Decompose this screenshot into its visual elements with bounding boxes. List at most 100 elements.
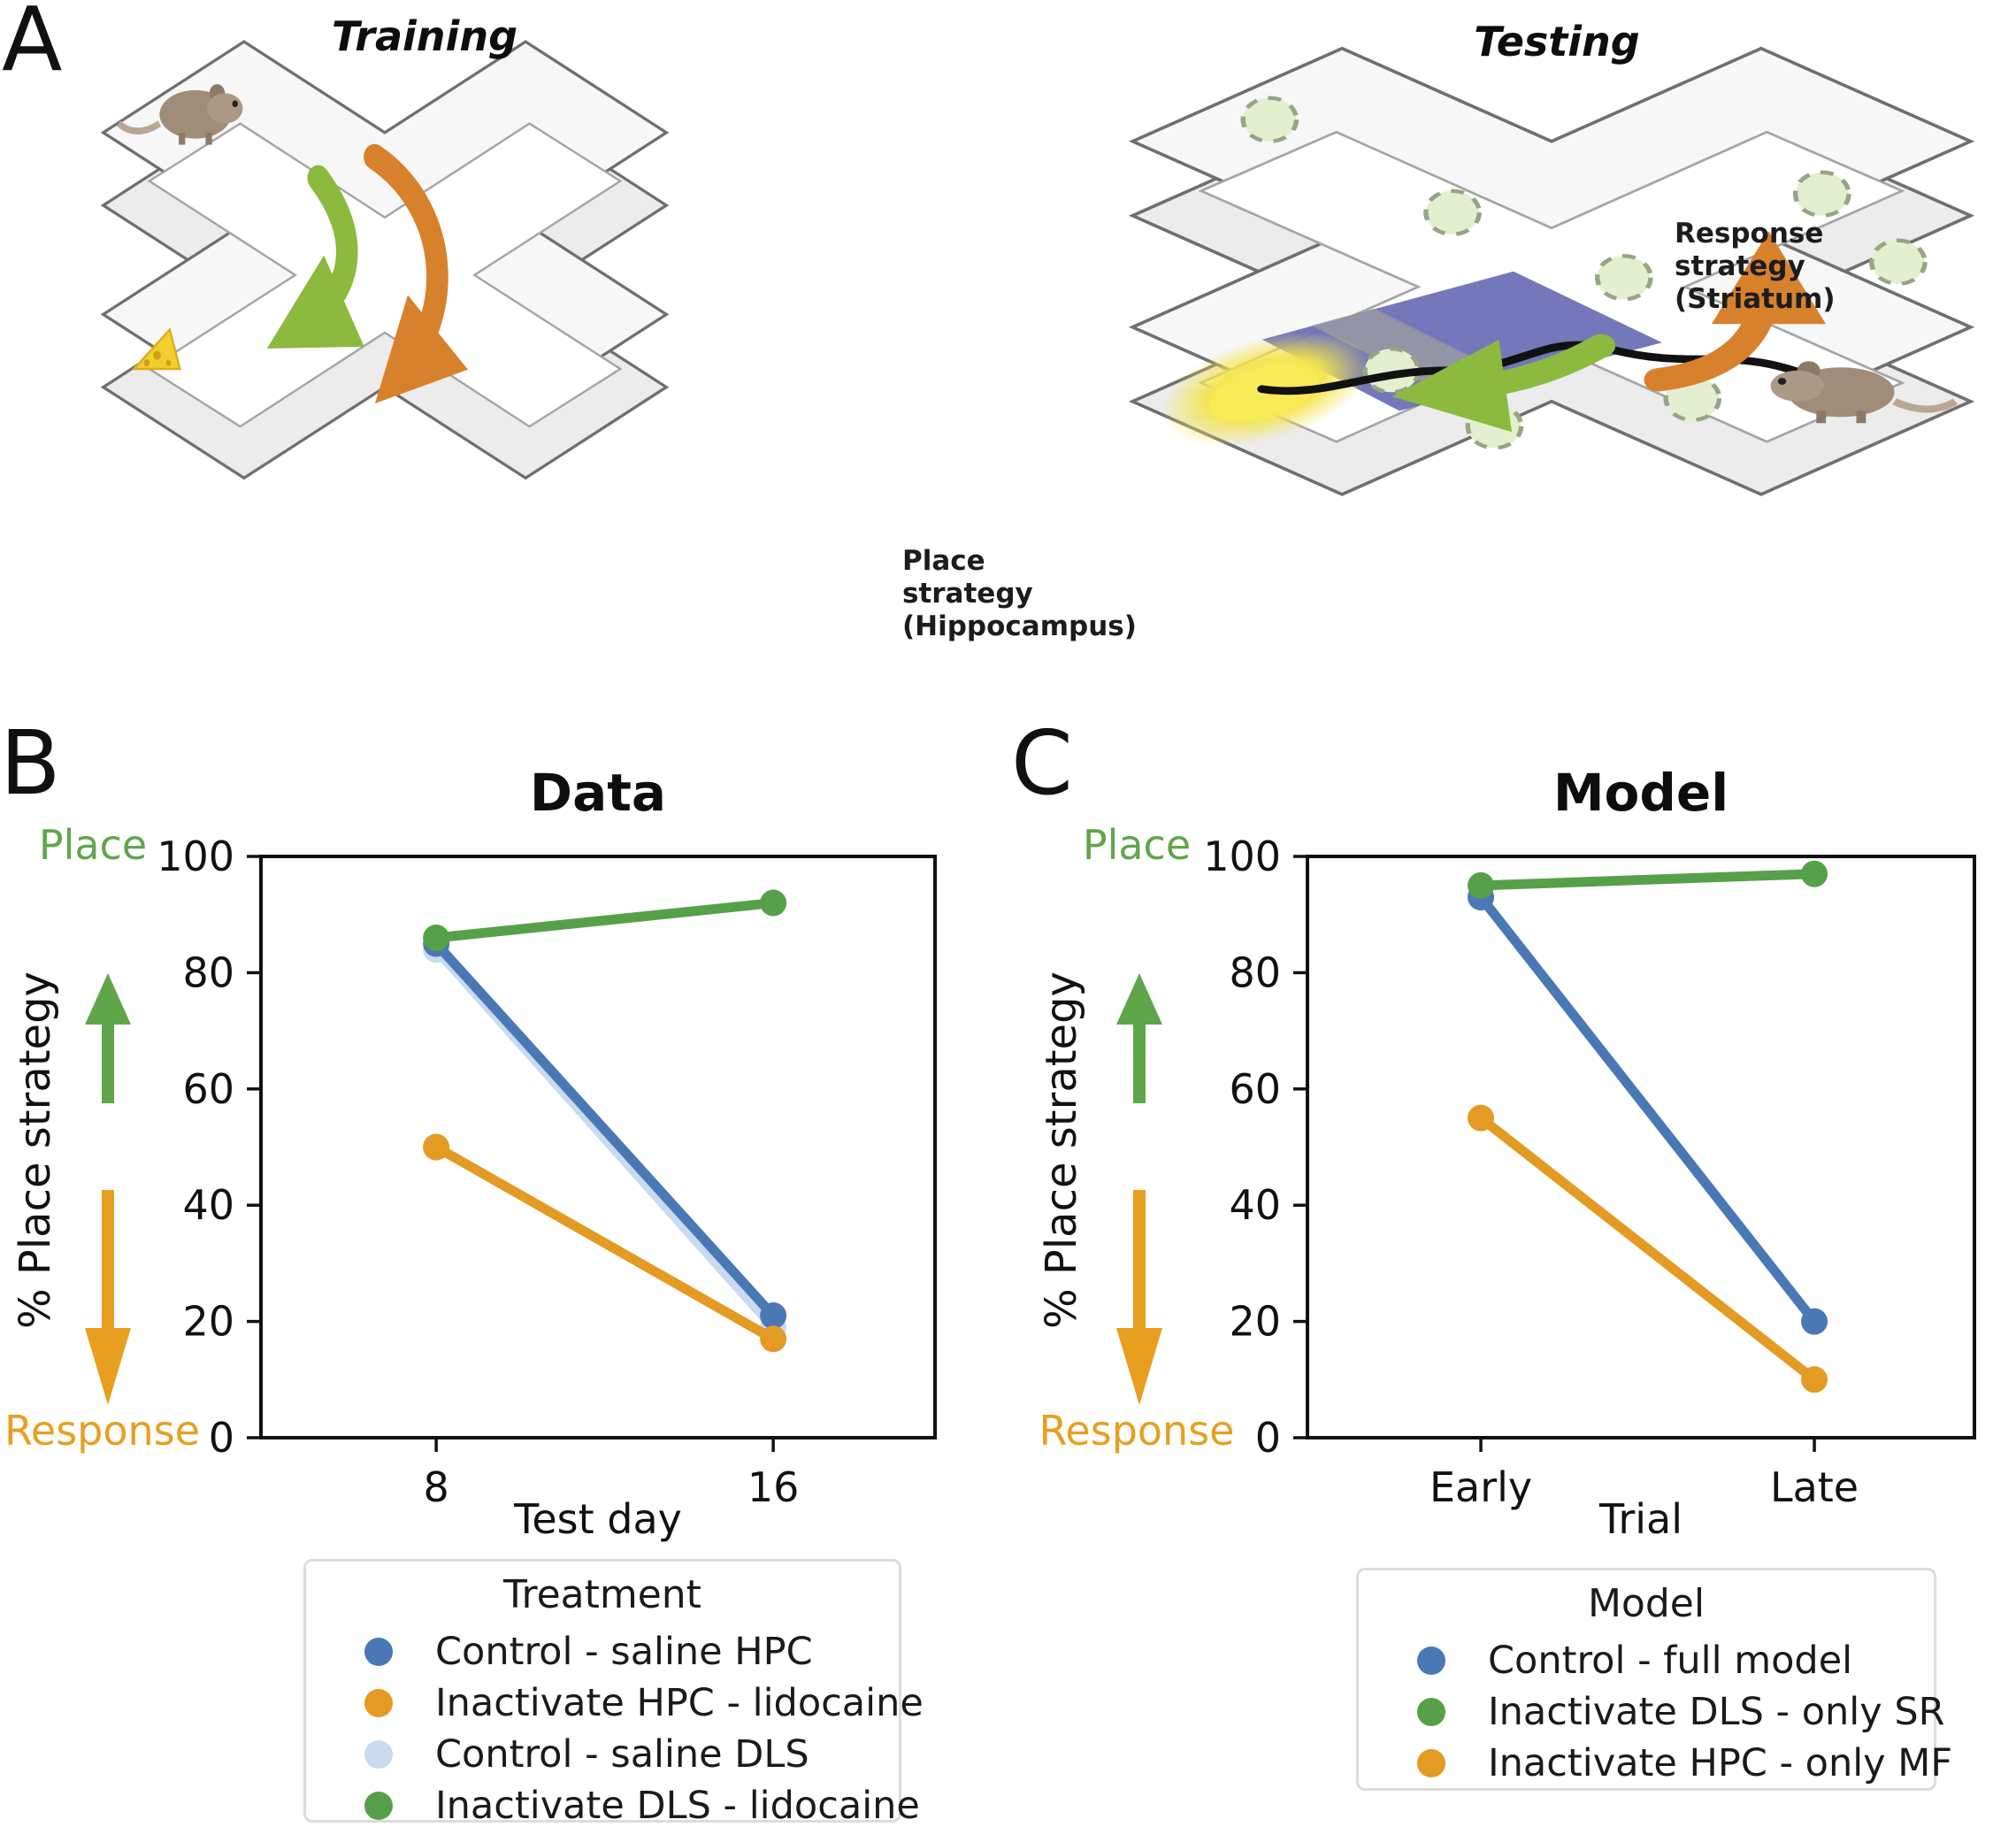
legend-item-label: Control - full model <box>1488 1639 1853 1683</box>
series-line <box>1476 1113 1820 1385</box>
place-direction-arrow-icon <box>85 973 131 1103</box>
data-point <box>423 924 450 951</box>
place-axis-word: Place <box>38 821 148 869</box>
data-point <box>1801 1308 1828 1335</box>
legend-marker-icon <box>364 1740 393 1769</box>
reward-spot-icon <box>1792 170 1851 218</box>
model-chart-ylabel: % Place strategy <box>1037 971 1086 1329</box>
legend-item-label: Control - saline HPC <box>435 1630 813 1674</box>
response-direction-arrow-icon <box>85 1190 131 1405</box>
x-tick-label: Early <box>1430 1463 1532 1511</box>
legend-item-label: Inactivate HPC - only MF <box>1488 1741 1953 1785</box>
response-axis-word: Response <box>1039 1407 1235 1455</box>
reward-spot-icon <box>1594 254 1653 302</box>
legend-marker-icon <box>1417 1698 1445 1726</box>
legend-item-label: Inactivate HPC - lidocaine <box>435 1681 924 1725</box>
legend-title: Treatment <box>503 1572 701 1617</box>
series-line <box>1476 869 1820 891</box>
x-tick-label: 16 <box>747 1463 800 1511</box>
data-point <box>1468 1104 1495 1132</box>
response-strategy-line: (Striatum) <box>1675 283 1836 316</box>
data-point <box>423 1133 450 1161</box>
place-strategy-label: Place strategy (Hippocampus) <box>902 545 1137 644</box>
data-chart-title: Data <box>529 763 667 823</box>
series-line <box>431 939 778 1321</box>
legend-marker-icon <box>364 1638 393 1666</box>
y-tick-label: 80 <box>1229 948 1281 996</box>
data-chart-ylabel: % Place strategy <box>11 971 60 1329</box>
model-legend: Model Control - full model Inactivate DL… <box>1356 1568 1952 1791</box>
data-point <box>760 889 787 917</box>
plot-border <box>259 855 937 1439</box>
series-line <box>431 898 778 943</box>
place-strategy-line: strategy <box>902 578 1033 610</box>
response-strategy-label: Response strategy (Striatum) <box>1675 218 1836 317</box>
data-point <box>1801 860 1828 887</box>
legend-item: Inactivate DLS - only SR <box>1359 1686 1945 1738</box>
response-strategy-arrow-icon <box>1644 231 1827 392</box>
y-tick-label: 100 <box>1203 833 1281 880</box>
legend-item: Inactivate DLS - lidocaine <box>306 1780 920 1827</box>
panel-b-label: B <box>0 711 61 815</box>
x-tick-label: Late <box>1770 1463 1859 1511</box>
legend-item: Inactivate HPC - only MF <box>1359 1738 1952 1789</box>
place-strategy-arrow-icon <box>1391 334 1616 433</box>
y-tick-label: 80 <box>182 948 234 996</box>
plot-border <box>1306 855 1976 1439</box>
legend-title: Model <box>1587 1581 1706 1626</box>
response-direction-arrow-icon <box>1116 1190 1162 1405</box>
legend-item: Inactivate HPC - lidocaine <box>306 1677 924 1729</box>
panel-c-label: C <box>1011 711 1073 815</box>
place-strategy-line: (Hippocampus) <box>902 610 1137 643</box>
y-tick-label: 100 <box>157 833 234 880</box>
treatment-legend: Treatment Control - saline HPC Inactivat… <box>303 1559 924 1827</box>
y-tick-label: 60 <box>182 1065 234 1113</box>
y-tick-label: 0 <box>209 1414 234 1462</box>
legend-item-label: Inactivate DLS - only SR <box>1488 1690 1945 1734</box>
reward-spot-icon <box>1423 188 1482 236</box>
legend-item-label: Control - saline DLS <box>435 1732 809 1777</box>
training-title: Training <box>331 12 517 60</box>
place-direction-arrow-icon <box>1116 973 1162 1103</box>
legend-marker-icon <box>364 1792 393 1820</box>
model-chart-title: Model <box>1552 763 1729 823</box>
panel-a-label: A <box>2 0 63 91</box>
response-axis-word: Response <box>4 1407 200 1455</box>
legend-item: Control - saline HPC <box>306 1626 899 1677</box>
y-tick-label: 20 <box>182 1298 234 1346</box>
model-chart-xlabel: Trial <box>1599 1495 1683 1543</box>
legend-item: Control - saline DLS <box>306 1729 899 1780</box>
legend-marker-icon <box>1417 1749 1445 1777</box>
training-maze-illustration <box>101 40 669 480</box>
data-point <box>760 1302 787 1330</box>
data-chart-xlabel: Test day <box>514 1495 682 1543</box>
reward-spot-icon <box>1869 238 1928 286</box>
series-line <box>1476 892 1820 1327</box>
reward-spot-icon <box>1240 96 1299 143</box>
data-chart: 0 20 40 60 80 100 8 16 <box>157 833 937 1511</box>
y-tick-label: 60 <box>1229 1065 1281 1113</box>
response-strategy-line: Response <box>1675 218 1824 249</box>
y-tick-label: 40 <box>1229 1181 1281 1229</box>
data-point <box>760 1325 787 1353</box>
y-tick-label: 0 <box>1255 1414 1281 1462</box>
response-turn-arrow-icon <box>364 143 469 404</box>
legend-marker-icon <box>364 1689 393 1717</box>
legend-item: Control - full model <box>1359 1635 1934 1686</box>
y-tick-label: 40 <box>182 1181 234 1229</box>
place-strategy-line: Place <box>902 545 985 577</box>
testing-maze-illustration <box>1104 22 1999 518</box>
response-strategy-line: strategy <box>1675 250 1805 283</box>
place-turn-arrow-icon <box>266 165 364 349</box>
x-tick-label: 8 <box>423 1463 448 1511</box>
legend-marker-icon <box>1417 1647 1445 1675</box>
place-axis-word: Place <box>1082 821 1192 869</box>
legend-item-label: Inactivate DLS - lidocaine <box>435 1784 920 1827</box>
y-tick-label: 20 <box>1229 1298 1281 1346</box>
reward-spot-icon <box>1465 403 1524 450</box>
data-point <box>1801 1366 1828 1393</box>
testing-title: Testing <box>1474 18 1640 65</box>
series-line <box>431 1142 778 1344</box>
